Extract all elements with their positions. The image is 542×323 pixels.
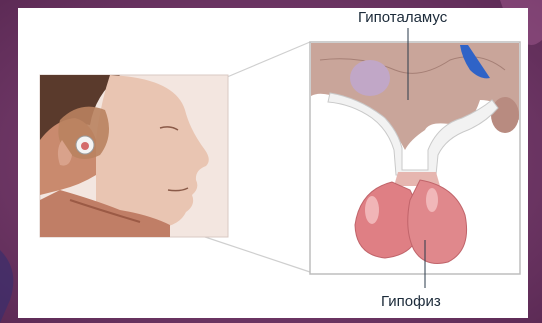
head-illustration (40, 75, 228, 237)
zoom-box (310, 42, 520, 274)
hypothalamus-label: Гипоталамус (358, 9, 448, 26)
pituitary-label: Гипофиз (381, 293, 441, 310)
